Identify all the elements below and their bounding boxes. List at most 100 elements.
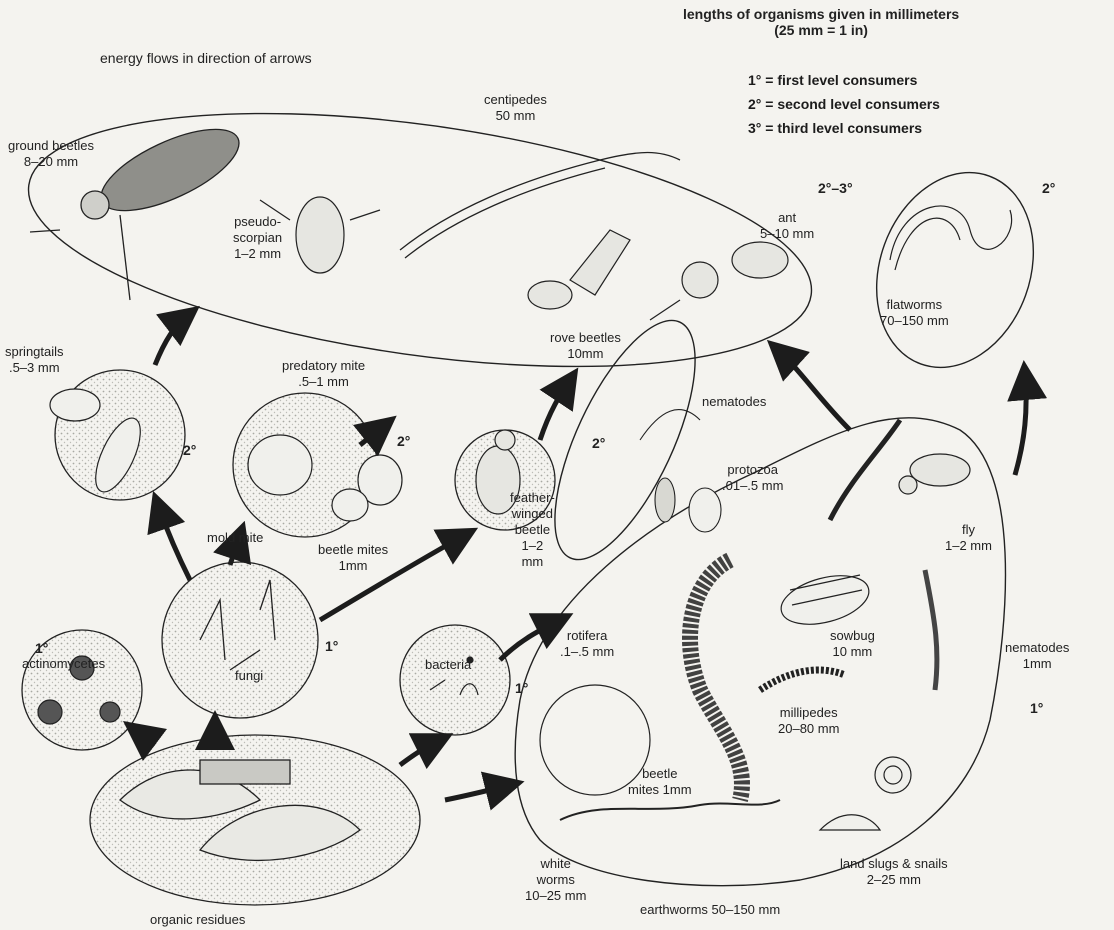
predatory-mite-size: .5–1 mm — [282, 374, 365, 390]
nematode-right-drawing — [925, 570, 937, 690]
label-centipedes: centipedes 50 mm — [484, 92, 547, 124]
rotifers-size: .1–.5 mm — [560, 644, 614, 660]
sowbug-name: sowbug — [830, 628, 875, 644]
level-decomposers-1: 1° — [1030, 700, 1043, 716]
white-worms-name-2: worms — [525, 872, 586, 888]
level-flatworms-2: 2° — [1042, 180, 1055, 196]
feather-name-2: winged — [510, 506, 555, 522]
label-flatworms: flatworms 70–150 mm — [880, 297, 949, 329]
level-ant-2-3: 2°–3° — [818, 180, 853, 196]
rotifers-name: rotifera — [560, 628, 614, 644]
earthworm-drawing — [690, 560, 742, 800]
label-fly: fly 1–2 mm — [945, 522, 992, 554]
lengths-title: lengths of organisms given in millimeter… — [683, 6, 959, 38]
pseudoscorpion-name-2: scorpian — [233, 230, 282, 246]
ant-drawing — [650, 242, 788, 320]
label-bacteria: bacteria — [425, 657, 471, 673]
label-springtails: springtails .5–3 mm — [5, 344, 64, 376]
label-ant: ant 5–10 mm — [760, 210, 814, 242]
label-rove-beetles: rove beetles 10mm — [550, 330, 621, 362]
label-pseudoscorpion: pseudo- scorpian 1–2 mm — [233, 214, 282, 262]
label-white-worms: white worms 10–25 mm — [525, 856, 586, 904]
land-slugs-size: 2–25 mm — [840, 872, 948, 888]
legend-second-level: 2° = second level consumers — [748, 96, 940, 112]
rove-beetles-size: 10mm — [550, 346, 621, 362]
ground-beetles-size: 8–20 mm — [8, 154, 94, 170]
beetle-mites-low-name-1: beetle — [628, 766, 692, 782]
energy-flow-note: energy flows in direction of arrows — [100, 50, 312, 66]
label-millipedes: millipedes 20–80 mm — [778, 705, 839, 737]
arrow-fungi-to-springtails — [158, 505, 190, 580]
springtails-name: springtails — [5, 344, 64, 360]
flatworms-size: 70–150 mm — [880, 313, 949, 329]
feather-name-1: feather- — [510, 490, 555, 506]
centipede-drawing — [400, 153, 680, 259]
level-fungi-1: 1° — [325, 638, 338, 654]
pseudoscorpion-size: 1–2 mm — [233, 246, 282, 262]
fly-drawing — [899, 454, 970, 494]
flatworm-drawing — [890, 206, 1012, 270]
label-beetle-mites-mid: beetle mites 1mm — [318, 542, 388, 574]
label-ground-beetles: ground beetles 8–20 mm — [8, 138, 94, 170]
fly-name: fly — [945, 522, 992, 538]
level-bacteria-1: 1° — [515, 680, 528, 696]
rove-beetles-name: rove beetles — [550, 330, 621, 346]
feather-size-1: 1–2 — [510, 538, 555, 554]
beetle-mites-mid-name: beetle mites — [318, 542, 388, 558]
ant-name: ant — [760, 210, 814, 226]
label-protozoa: protozoa .01–.5 mm — [722, 462, 783, 494]
fly-size: 1–2 mm — [945, 538, 992, 554]
sowbug-size: 10 mm — [830, 644, 875, 660]
label-beetle-mites-low: beetle mites 1mm — [628, 766, 692, 798]
label-earthworms: earthworms 50–150 mm — [640, 902, 780, 918]
level-springtails-2: 2° — [183, 442, 196, 458]
centipedes-name: centipedes — [484, 92, 547, 108]
bacteria-circle — [400, 625, 510, 735]
level-feather-2: 2° — [592, 435, 605, 451]
label-organic-residues: organic residues — [150, 912, 245, 928]
label-predatory-mite: predatory mite .5–1 mm — [282, 358, 365, 390]
feather-size-2: mm — [510, 554, 555, 570]
flatworms-region — [850, 150, 1059, 389]
beetle-mites-low-name-2: mites 1mm — [628, 782, 692, 798]
top-predators-region — [13, 71, 827, 409]
lengths-line-1: lengths of organisms given in millimeter… — [683, 6, 959, 22]
arrow-springtails-to-predators — [155, 315, 188, 365]
millipedes-name: millipedes — [778, 705, 839, 721]
label-rotifers: rotifera .1–.5 mm — [560, 628, 614, 660]
protozoa-drawing — [640, 410, 721, 532]
legend-first-level: 1° = first level consumers — [748, 72, 917, 88]
label-sowbug: sowbug 10 mm — [830, 628, 875, 660]
nematodes-right-name: nematodes — [1005, 640, 1069, 656]
white-worms-name-1: white — [525, 856, 586, 872]
label-nematodes-right: nematodes 1mm — [1005, 640, 1069, 672]
arrow-bacteria-to-rotifers — [500, 620, 560, 660]
label-actinomycetes: actinomycetes — [22, 656, 105, 672]
white-worms-drawing — [560, 800, 780, 820]
lengths-line-2: (25 mm = 1 in) — [683, 22, 959, 38]
label-fungi: fungi — [235, 668, 263, 684]
label-feather-winged-beetle: feather- winged beetle 1–2 mm — [510, 490, 555, 570]
energy-arrows — [135, 315, 1026, 800]
label-nematodes-top: nematodes — [702, 394, 766, 410]
centipedes-size: 50 mm — [484, 108, 547, 124]
arrow-residues-to-decomposers — [445, 785, 510, 800]
springtails-size: .5–3 mm — [5, 360, 64, 376]
pseudoscorpion-name-1: pseudo- — [233, 214, 282, 230]
legend-third-level: 3° = third level consumers — [748, 120, 922, 136]
arrow-fly-to-flatworms — [1015, 375, 1026, 475]
snail-drawing — [820, 757, 911, 830]
millipedes-size: 20–80 mm — [778, 721, 839, 737]
white-worms-size: 10–25 mm — [525, 888, 586, 904]
arrow-decomposers-to-ant — [778, 350, 850, 430]
nematodes-right-size: 1mm — [1005, 656, 1069, 672]
ground-beetles-name: ground beetles — [8, 138, 94, 154]
sowbug-drawing — [776, 567, 874, 633]
beetle-mites-mid-size: 1mm — [318, 558, 388, 574]
nematode-top-drawing — [830, 420, 900, 520]
protozoa-name: protozoa — [722, 462, 783, 478]
label-mold-mite: mold mite — [207, 530, 263, 546]
label-land-slugs: land slugs & snails 2–25 mm — [840, 856, 948, 888]
